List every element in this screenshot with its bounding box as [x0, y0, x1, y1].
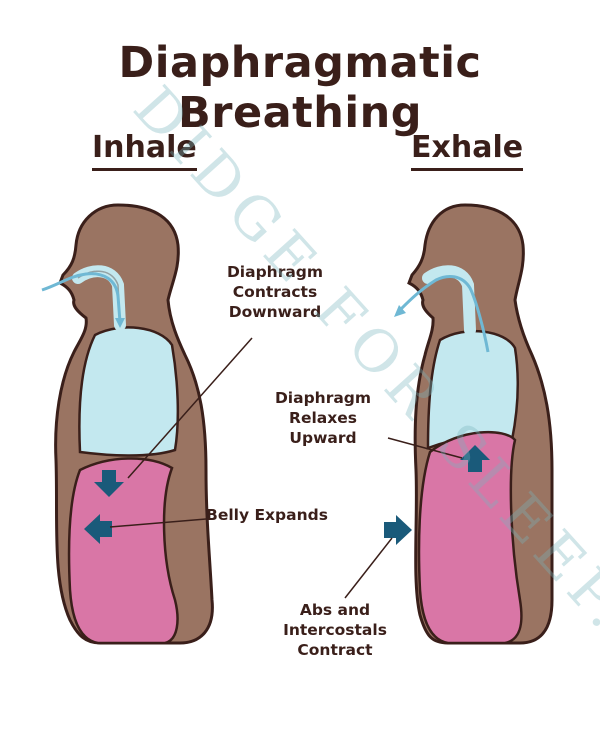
inhale-down-arrow [94, 470, 124, 497]
inhale-heading: Inhale [92, 130, 197, 171]
page-title: Diaphragmatic Breathing [118, 38, 482, 138]
label-line: Intercostals [283, 621, 387, 639]
inhale-lung [78, 326, 180, 457]
inhale-left-arrow [84, 514, 112, 544]
exhale-up-arrow [460, 445, 490, 472]
label-line: Diaphragm [226, 263, 324, 281]
inhale-belly-leader [109, 518, 207, 528]
exhale-heading: Exhale [411, 130, 524, 171]
exhale-abs-leader [344, 537, 393, 599]
exhale-diaphragm-leader [387, 437, 463, 459]
inhale-belly [67, 457, 179, 645]
label-line: Upward [289, 429, 357, 447]
label-diaphragm-relaxes: Diaphragm Relaxes Upward [258, 388, 388, 448]
inhale-figure [41, 203, 253, 645]
label-line: Relaxes [289, 409, 357, 427]
exhale-airflow-line [398, 274, 490, 353]
label-diaphragm-contracts: Diaphragm Contracts Downward [205, 262, 345, 322]
exhale-figure [344, 203, 554, 645]
label-line: Abs and [299, 601, 371, 619]
label-line: Diaphragm [274, 389, 372, 407]
label-line: Contracts [232, 283, 318, 301]
label-line: Downward [228, 303, 322, 321]
inhale-diaphragm-leader [127, 337, 253, 479]
label-line: Contract [297, 641, 373, 659]
exhale-lung [426, 329, 520, 450]
exhale-belly [417, 430, 523, 645]
inhale-airflow-arrowhead [115, 318, 125, 328]
inhale-airflow-line [41, 272, 122, 323]
exhale-right-arrow [384, 515, 412, 545]
label-belly-expands: Belly Expands [206, 506, 328, 524]
label-abs-contract: Abs and Intercostals Contract [270, 600, 400, 660]
exhale-airflow-arrowhead [394, 305, 406, 317]
